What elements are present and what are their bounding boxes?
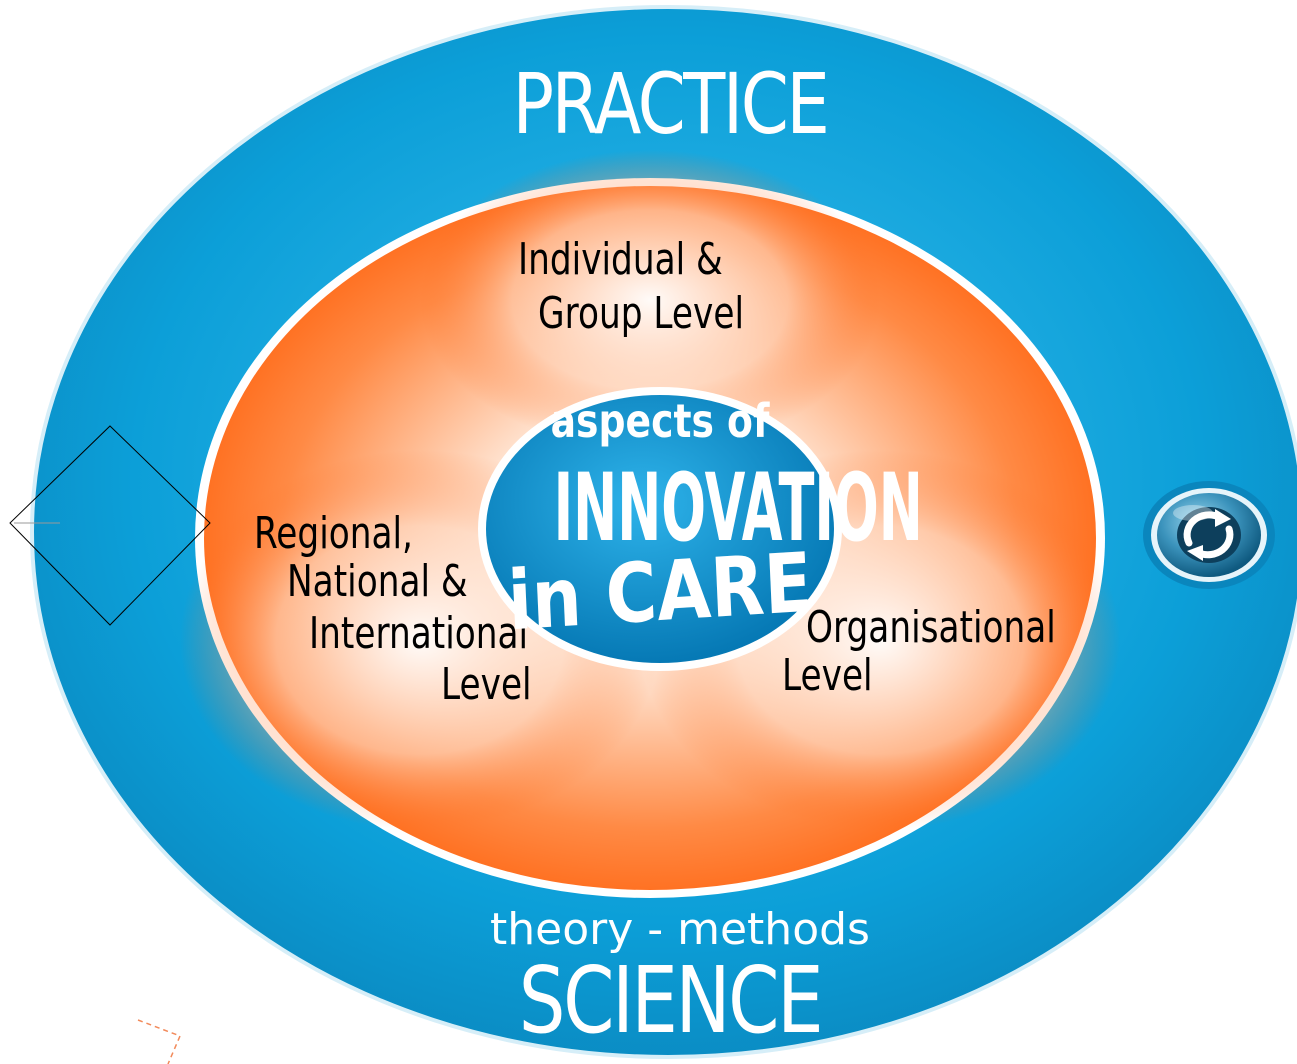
regional-level-label-line2: National & xyxy=(287,556,468,607)
individual-level-label-line1: Individual & xyxy=(518,234,723,285)
center-innovation-label: INNOVATION xyxy=(553,454,923,563)
regional-level-label-line4: Level xyxy=(441,659,532,710)
regional-level-label-line1: Regional, xyxy=(254,508,413,559)
theory-methods-label: theory - methods xyxy=(490,904,870,955)
regional-level-label-line3: International xyxy=(309,608,529,659)
individual-level-label-line2: Group Level xyxy=(538,288,744,339)
lobe-individual xyxy=(420,150,880,450)
center-circle xyxy=(486,395,834,663)
refresh-button[interactable] xyxy=(1141,479,1277,591)
science-label: SCIENCE xyxy=(518,947,824,1054)
diamond-shape xyxy=(9,425,211,626)
center-aspects-label: aspects of xyxy=(550,394,770,448)
refresh-icon xyxy=(1143,481,1275,589)
center-in-care-label: in CARE xyxy=(505,535,814,650)
organisational-level-label-line2: Level xyxy=(782,650,873,701)
practice-label: PRACTICE xyxy=(512,55,830,153)
organisational-level-label-line1: Organisational xyxy=(806,602,1056,653)
dashed-arrow-icon xyxy=(137,1019,181,1064)
